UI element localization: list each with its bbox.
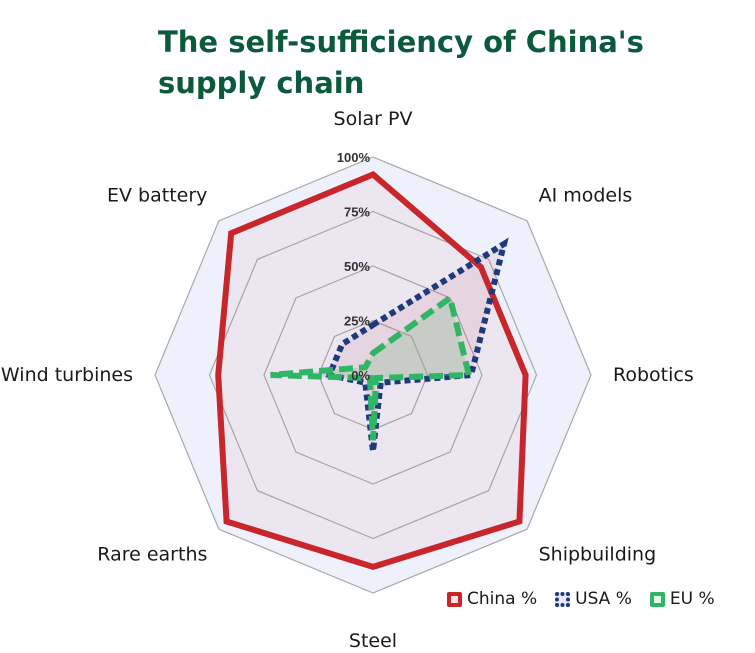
axis-label-rare-earths: Rare earths — [97, 544, 207, 566]
axis-label-ai-models: AI models — [539, 184, 633, 206]
chart-title: The self-sufficiency of China's supply c… — [158, 25, 644, 100]
legend-swatch-usa — [555, 591, 571, 607]
grid-ring-75 — [208, 210, 538, 540]
tick-label-0: 0% — [351, 368, 370, 383]
legend-swatch-china — [447, 591, 462, 607]
tick-label-4: 100% — [337, 150, 371, 165]
chart-legend: China % USA % EU % — [447, 589, 715, 609]
legend-label-eu: EU % — [669, 589, 715, 609]
axis-label-shipbuilding: Shipbuilding — [539, 544, 657, 566]
legend-item-eu: EU % — [649, 589, 715, 609]
legend-item-usa: USA % — [555, 589, 632, 609]
axis-label-wind-turbines: Wind turbines — [1, 364, 133, 386]
grid-ring-100 — [154, 156, 592, 594]
radar-axis-labels: Solar PV AI modelsRoboticsShipbuildingSte… — [1, 108, 694, 652]
axis-label-steel: Steel — [349, 630, 397, 652]
tick-label-3: 75% — [344, 205, 370, 220]
axis-label-ev-battery: EV battery — [107, 184, 207, 206]
tick-label-2: 50% — [344, 259, 370, 274]
radar-ticks: 0% 25% 50% 75% 100% — [337, 150, 371, 383]
radar-series — [215, 170, 529, 570]
tick-label-1: 25% — [344, 314, 370, 329]
axis-label-robotics: Robotics — [613, 364, 694, 386]
legend-item-china: China % — [447, 589, 537, 609]
axis-label-solar-pv: Solar PV — [334, 108, 413, 130]
legend-label-usa: USA % — [575, 589, 632, 609]
grid-ring-50 — [263, 265, 483, 485]
legend-swatch-eu — [649, 591, 665, 607]
legend-label-china: China % — [467, 589, 538, 609]
